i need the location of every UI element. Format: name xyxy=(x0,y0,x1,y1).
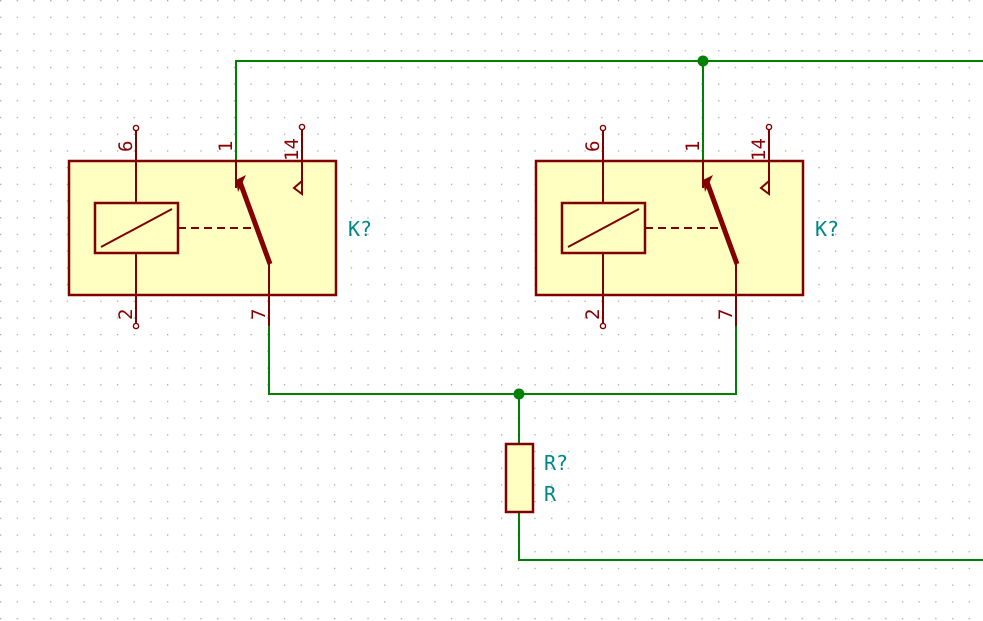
pin-number-1: 1 xyxy=(215,141,237,152)
relay-symbol-1[interactable]: 6 1 14 2 7 K? xyxy=(67,123,372,330)
pin-number-7: 7 xyxy=(248,309,270,320)
relay-reference: K? xyxy=(348,217,372,241)
coil-slash xyxy=(567,208,640,248)
pin-number-6: 6 xyxy=(115,141,137,152)
junction-dot-bottom xyxy=(513,388,525,400)
switch-blade xyxy=(237,181,273,265)
pin-number-14: 14 xyxy=(281,138,303,161)
switch-blade xyxy=(704,181,740,265)
junction-dot-top xyxy=(697,55,709,67)
resistor-body xyxy=(504,442,535,514)
pin-end-dot xyxy=(298,123,306,131)
pin-number-14: 14 xyxy=(748,138,770,161)
pin-number-2: 2 xyxy=(582,309,604,320)
pin-end-dot xyxy=(599,124,607,132)
wire-bottom-bus[interactable] xyxy=(268,326,737,395)
no-contact-triangle xyxy=(759,178,770,196)
no-contact-triangle xyxy=(292,178,303,196)
pin-end-dot xyxy=(765,123,773,131)
resistor-value: R xyxy=(544,482,557,506)
pin-number-7: 7 xyxy=(715,309,737,320)
pin-number-2: 2 xyxy=(115,309,137,320)
coil-slash xyxy=(100,208,173,248)
relay-symbol-2[interactable]: 6 1 14 2 7 K? xyxy=(534,123,839,330)
wires xyxy=(235,60,983,561)
resistor-reference: R? xyxy=(544,451,568,475)
wire-resistor-return[interactable] xyxy=(518,512,983,561)
wire-top-bus[interactable] xyxy=(235,60,983,162)
pin-end-dot xyxy=(599,322,607,330)
pin-end-dot xyxy=(132,322,140,330)
pin-end-dot xyxy=(132,124,140,132)
resistor-symbol[interactable]: R? R xyxy=(504,442,568,514)
pin-number-1: 1 xyxy=(682,141,704,152)
pin-number-6: 6 xyxy=(582,141,604,152)
relay-reference: K? xyxy=(815,217,839,241)
